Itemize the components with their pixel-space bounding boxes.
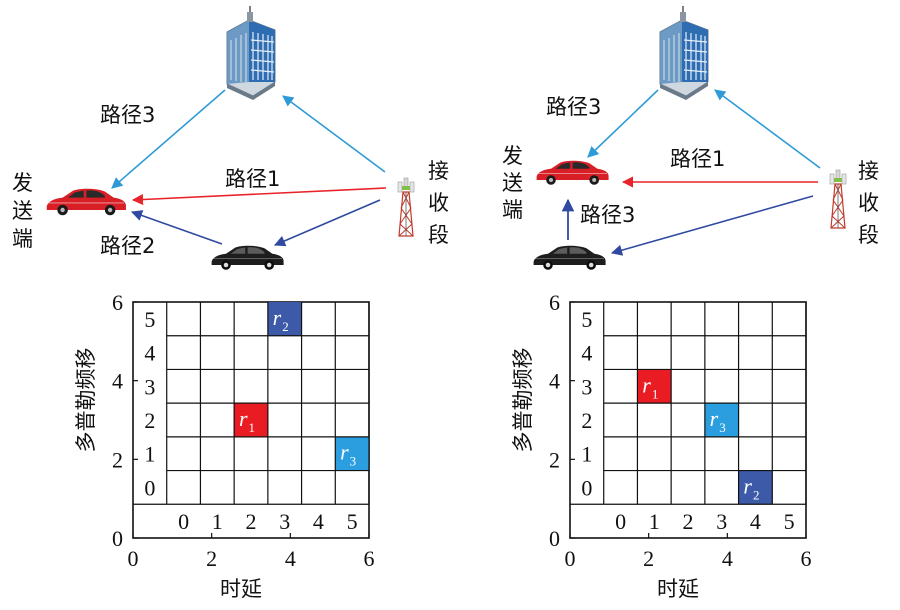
receiver-label-1: 接	[858, 159, 879, 183]
path3-arrow	[111, 89, 226, 189]
cell-tower-icon	[829, 169, 847, 229]
path3-arrow-2	[282, 95, 386, 173]
path1-arrow	[131, 187, 387, 206]
col-label: 4	[750, 509, 761, 534]
path2-label: 路径3	[580, 203, 635, 227]
cell-r3	[704, 403, 739, 437]
y-axis-tick-label: 6	[549, 290, 560, 315]
path2-arrow	[610, 195, 814, 256]
path3-label: 路径3	[100, 103, 155, 127]
transmitter-label-2: 送	[502, 171, 523, 195]
x-axis-tick-label: 6	[364, 546, 375, 571]
col-label: 3	[279, 509, 290, 534]
transmitter-label-3: 端	[12, 227, 33, 251]
black-car-icon	[533, 245, 606, 271]
transmitter-label-1: 发	[502, 144, 523, 168]
building-icon	[659, 5, 709, 101]
x-axis-tick-label: 0	[565, 546, 576, 571]
row-label: 2	[144, 408, 155, 433]
cell-tower-icon	[397, 177, 415, 237]
col-label: 2	[246, 509, 257, 534]
row-label: 4	[144, 341, 155, 366]
x-axis-tick-label: 0	[128, 546, 139, 571]
col-label: 0	[615, 509, 626, 534]
path2-arrow	[273, 199, 381, 247]
col-label: 3	[716, 509, 727, 534]
row-label: 1	[144, 442, 155, 467]
transmitter-label-3: 端	[502, 198, 523, 222]
x-axis-tick-label: 4	[285, 546, 296, 571]
y-axis-tick-label: 0	[549, 526, 560, 551]
y-axis-tick-label: 4	[549, 369, 560, 394]
y-axis-tick-label: 4	[112, 369, 123, 394]
x-axis-label: 时延	[657, 577, 699, 601]
x-axis-tick-label: 4	[722, 546, 733, 571]
row-label: 2	[581, 408, 592, 433]
y-axis-label: 多普勒频移	[511, 348, 535, 453]
row-label: 1	[581, 442, 592, 467]
path3-arrow-2	[714, 89, 821, 169]
col-label: 1	[212, 509, 223, 534]
cell-r1	[234, 403, 268, 437]
col-label: 2	[683, 509, 694, 534]
path2-arrow-2	[130, 210, 223, 245]
cell-label-r1: r1	[239, 406, 255, 435]
row-label: 5	[581, 307, 592, 332]
col-label: 4	[313, 509, 324, 534]
left-scene: 路径3 路径1 路径2 发 送 端 接 收 段	[12, 5, 449, 271]
x-axis-tick-label: 2	[206, 546, 217, 571]
black-car-icon	[211, 245, 285, 271]
cell-label-r2: r2	[273, 305, 289, 334]
cell-label-r3: r3	[340, 440, 356, 469]
cell-r2	[738, 470, 773, 505]
transmitter-label-1: 发	[12, 171, 33, 195]
path1-label: 路径1	[670, 147, 725, 171]
path2-label: 路径2	[100, 234, 155, 258]
row-label: 4	[581, 341, 592, 366]
col-label: 5	[347, 509, 358, 534]
building-icon	[226, 5, 276, 101]
y-axis-tick-label: 6	[112, 290, 123, 315]
right-scene: 路径3 路径1 路径3 发 送 端 接 收 段	[502, 5, 879, 271]
col-label: 5	[784, 509, 795, 534]
path3-arrow	[587, 89, 659, 158]
red-car-icon	[46, 188, 127, 216]
red-car-icon	[536, 160, 610, 186]
x-axis-label: 时延	[220, 577, 262, 601]
transmitter-label-2: 送	[12, 199, 33, 223]
cell-r2	[267, 302, 302, 336]
col-label: 0	[178, 509, 189, 534]
row-label: 3	[581, 374, 592, 399]
row-label: 3	[144, 374, 155, 399]
y-axis-tick-label: 0	[112, 526, 123, 551]
receiver-label-2: 收	[858, 191, 879, 215]
y-axis-tick-label: 2	[112, 447, 123, 472]
cell-label-r1: r1	[642, 372, 658, 401]
cell-label-r3: r3	[710, 406, 726, 435]
cell-r3	[335, 436, 369, 471]
path1-label: 路径1	[225, 167, 280, 191]
y-axis-label: 多普勒频移	[74, 348, 98, 453]
receiver-label-3: 段	[858, 223, 879, 247]
receiver-label-3: 段	[428, 223, 449, 247]
x-axis-tick-label: 6	[801, 546, 812, 571]
cell-r1	[637, 369, 672, 404]
receiver-label-2: 收	[428, 191, 449, 215]
row-label: 0	[581, 475, 592, 500]
row-label: 5	[144, 307, 155, 332]
col-label: 1	[649, 509, 660, 534]
receiver-label-1: 接	[428, 159, 449, 183]
cell-label-r2: r2	[743, 473, 759, 502]
x-axis-tick-label: 2	[643, 546, 654, 571]
row-label: 0	[144, 475, 155, 500]
path3-label: 路径3	[546, 95, 601, 119]
y-axis-tick-label: 2	[549, 447, 560, 472]
